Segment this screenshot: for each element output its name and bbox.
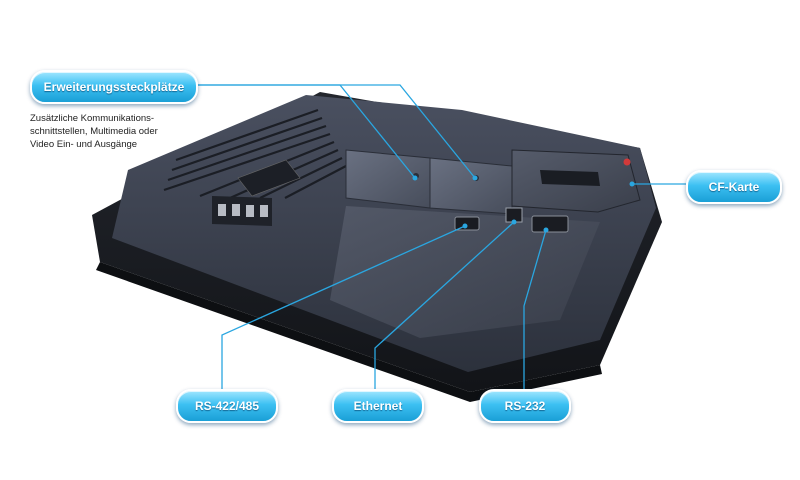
leader-endpoints xyxy=(412,175,635,233)
leader-ethernet xyxy=(374,221,515,389)
callout-rs422-485: RS-422/485 xyxy=(176,389,278,423)
terminal-screw xyxy=(260,205,268,217)
rating-label xyxy=(237,159,301,197)
callout-cf-karte: CF-Karte xyxy=(686,170,782,204)
vent-grille xyxy=(163,108,347,200)
callout-ethernet: Ethernet xyxy=(332,389,424,423)
leader-rs232 xyxy=(523,229,547,389)
callout-rs232: RS-232 xyxy=(479,389,571,423)
description-line-2: schnittstellen, Multimedia oder xyxy=(30,126,158,137)
rs232-connector xyxy=(531,215,569,233)
terminal-screw xyxy=(246,205,254,217)
power-terminal-block xyxy=(212,196,272,226)
leader-lines xyxy=(194,84,686,389)
description-line-1: Zusätzliche Kommunikations- xyxy=(30,113,155,124)
terminal-screw xyxy=(218,204,226,216)
leader-erw-b xyxy=(194,84,476,179)
cf-slot-opening xyxy=(540,170,600,186)
status-led xyxy=(623,158,631,166)
terminal-screw xyxy=(232,204,240,216)
callout-erweiterungssteckplaetze: Erweiterungssteckplätze xyxy=(30,70,198,104)
callout-description: Zusätzliche Kommunikations- schnittstell… xyxy=(30,112,205,151)
rs422-connector xyxy=(454,216,480,231)
expansion-slot-cover-2 xyxy=(429,157,513,215)
description-line-3: Video Ein- und Ausgänge xyxy=(30,139,138,150)
lower-back-panel xyxy=(330,206,600,338)
expansion-slot-cover-1 xyxy=(345,149,431,209)
leader-rs422 xyxy=(221,225,466,389)
